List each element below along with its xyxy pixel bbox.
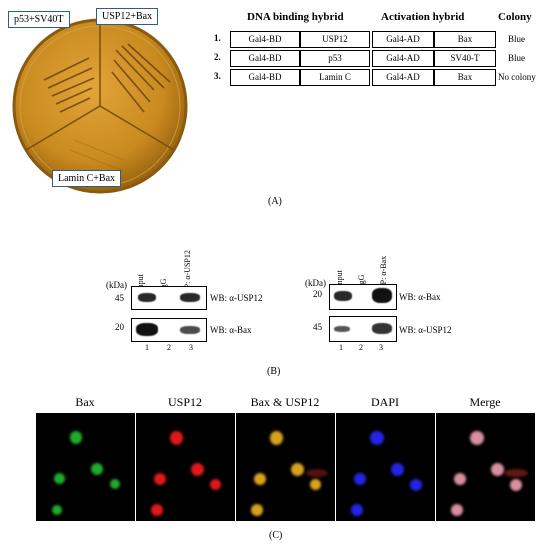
nucleus [154, 473, 166, 485]
blot-band [372, 323, 392, 334]
cytoplasm-signal [306, 469, 328, 477]
plate-label-usp12-bax: USP12+Bax [96, 8, 159, 25]
nucleus [170, 431, 183, 445]
panel-label-c: (C) [269, 530, 283, 541]
nucleus [370, 431, 384, 445]
lane-number: 2 [359, 343, 363, 352]
micrograph-usp12 [136, 413, 235, 521]
wb-label: WB: α-Bax [399, 292, 441, 302]
panel-label-b: (B) [267, 366, 281, 377]
mw-marker: 20 [115, 322, 124, 332]
panel-label-a: (A) [268, 196, 282, 207]
plate-label-laminc-bax: Lamin C+Bax [52, 170, 122, 187]
mw-marker: 45 [313, 322, 322, 332]
blot-band [334, 291, 352, 301]
nucleus [52, 505, 62, 515]
nucleus [254, 473, 266, 485]
bd-box: Gal4-BD [230, 69, 300, 86]
micrograph-bax [36, 413, 135, 521]
nucleus [91, 463, 103, 475]
header-dna-binding-hybrid: DNA binding hybrid [247, 11, 344, 23]
nucleus [491, 463, 504, 476]
lane-number: 1 [145, 343, 149, 352]
plate-label-p53-sv40t: p53+SV40T [8, 11, 70, 28]
row-number: 1. [214, 33, 221, 43]
nucleus [270, 431, 283, 445]
nucleus [251, 504, 263, 516]
row-number: 2. [214, 52, 221, 62]
kda-label: (kDa) [106, 280, 127, 290]
nucleus [351, 504, 363, 516]
ad-box: Gal4-AD [372, 69, 434, 86]
yeast-plate-image [12, 18, 188, 194]
ad-box: Gal4-AD [372, 50, 434, 67]
nucleus [354, 473, 366, 485]
colony-result: Blue [508, 53, 525, 63]
blot-band [136, 323, 158, 336]
micrograph-merge [436, 413, 535, 521]
western-blot-bax [131, 318, 207, 342]
nucleus [54, 473, 65, 484]
row-number: 3. [214, 71, 221, 81]
mw-marker: 20 [313, 289, 322, 299]
nucleus [451, 504, 463, 516]
prey-box: Bax [434, 69, 496, 86]
channel-title-bax: Bax [75, 395, 95, 409]
western-blot-usp12 [329, 316, 397, 342]
wb-label: WB: α-USP12 [399, 325, 452, 335]
nucleus [310, 479, 321, 490]
channel-title-merge: Merge [469, 395, 501, 409]
header-colony: Colony [498, 11, 532, 23]
nucleus [191, 463, 204, 476]
wb-label: WB: α-USP12 [210, 293, 263, 303]
colony-result: No colony [498, 72, 536, 82]
bd-box: Gal4-BD [230, 50, 300, 67]
nucleus [391, 463, 404, 476]
colony-result: Blue [508, 34, 525, 44]
nucleus [510, 479, 522, 491]
bd-box: Gal4-BD [230, 31, 300, 48]
cytoplasm-signal [504, 469, 528, 477]
nucleus [70, 431, 82, 444]
bait-box: Lamin C [300, 69, 370, 86]
lane-number: 2 [167, 343, 171, 352]
nucleus [291, 463, 304, 476]
lane-number: 3 [189, 343, 193, 352]
micrograph-bax-usp12-merge [236, 413, 335, 521]
nucleus [454, 473, 466, 485]
lane-number: 1 [339, 343, 343, 352]
bait-box: p53 [300, 50, 370, 67]
prey-box: Bax [434, 31, 496, 48]
western-blot-bax [329, 284, 397, 310]
nucleus [110, 479, 120, 489]
prey-box: SV40-T [434, 50, 496, 67]
wb-label: WB: α-Bax [210, 325, 252, 335]
micrograph-dapi [336, 413, 435, 521]
channel-title-merge-bax-usp12: Bax & USP12 [250, 395, 320, 409]
lane-header: IP: α-USP12 [183, 250, 192, 291]
ad-box: Gal4-AD [372, 31, 434, 48]
blot-band [180, 293, 200, 302]
channel-title-dapi: DAPI [370, 395, 399, 409]
header-activation-hybrid: Activation hybrid [381, 11, 465, 23]
nucleus [410, 479, 422, 491]
blot-band [180, 326, 200, 334]
blot-band [372, 288, 392, 303]
channel-title-usp12: USP12 [167, 395, 202, 409]
nucleus [210, 479, 221, 490]
blot-band [334, 326, 350, 332]
kda-label: (kDa) [305, 278, 326, 288]
mw-marker: 45 [115, 293, 124, 303]
nucleus [151, 504, 163, 516]
bait-box: USP12 [300, 31, 370, 48]
nucleus [470, 431, 484, 445]
lane-header: IP: α-Bax [379, 255, 388, 287]
western-blot-usp12 [131, 286, 207, 310]
lane-number: 3 [379, 343, 383, 352]
blot-band [138, 293, 156, 302]
